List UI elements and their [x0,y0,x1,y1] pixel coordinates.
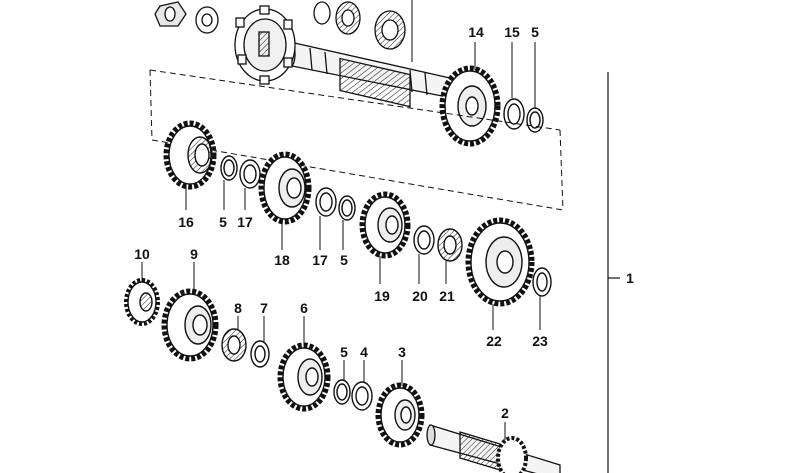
circlip-5-low [333,379,351,405]
callout-2: 2 [501,405,509,421]
callout-22: 22 [486,333,502,349]
gear-10 [124,278,160,326]
gear-9 [161,288,219,362]
gear-22 [465,217,535,307]
callout-5-mid-b: 5 [340,252,348,268]
callout-10: 10 [134,246,150,262]
callout-21: 21 [439,288,455,304]
drive-sprocket [234,5,296,85]
washer-17-b [315,187,337,217]
washer-17-a [239,159,261,189]
dashed-assembly-frame [149,69,564,211]
circlip-5-mid-a [220,155,238,181]
upper-shaft [286,41,453,108]
circlip-5-mid-b [338,195,356,221]
gear-18 [258,151,312,225]
callout-7: 7 [260,300,268,316]
callout-18: 18 [274,252,290,268]
washer-23 [532,267,552,297]
gear-14 [439,65,501,147]
callout-19: 19 [374,288,390,304]
callout-3: 3 [398,344,406,360]
leader-lines [141,0,541,440]
callout-8: 8 [234,300,242,316]
washer-4 [351,381,373,411]
bearing-8 [221,328,247,362]
callout-23: 23 [532,333,548,349]
circlip-5-top [526,107,544,133]
callout-17-a: 17 [237,214,253,230]
callout-20: 20 [412,288,428,304]
callout-16: 16 [178,214,194,230]
callout-5-mid-a: 5 [219,214,227,230]
bearing-21 [437,228,463,262]
gear-6 [277,342,331,412]
washer-7 [250,340,270,368]
callout-17-b: 17 [312,252,328,268]
input-shaft-2 [426,424,561,473]
washer-15 [503,98,525,130]
callout-15: 15 [504,24,520,40]
gear-16 [163,120,217,190]
washer-20 [413,225,435,255]
top-bearings [313,1,406,50]
callout-9: 9 [190,246,198,262]
callout-5-top: 5 [531,24,539,40]
callout-5-low: 5 [340,344,348,360]
nut-and-washer [154,1,219,34]
callout-6: 6 [300,300,308,316]
callout-4: 4 [360,344,368,360]
gear-3 [375,382,425,448]
assembly-callout-1: 1 [626,270,634,286]
assembly-bracket [607,72,620,473]
callout-14: 14 [468,24,484,40]
gear-19 [359,191,411,259]
